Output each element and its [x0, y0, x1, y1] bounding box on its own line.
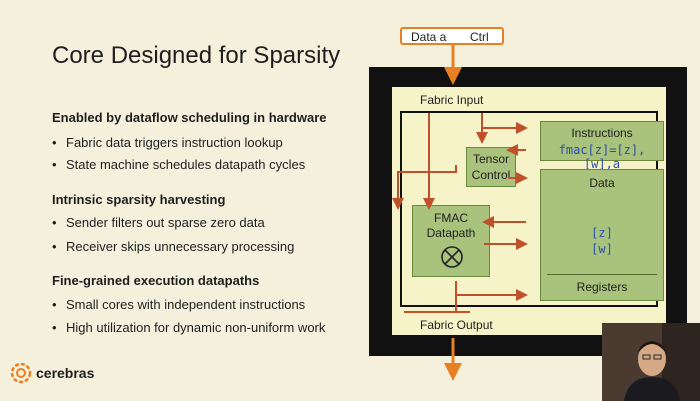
instruction-code: fmac[z]=[z],[w],a: [558, 143, 646, 171]
data-label: Data: [589, 176, 615, 190]
section-heading-datapaths: Fine-grained execution datapaths: [52, 273, 260, 288]
bullet-item: •Small cores with independent instructio…: [52, 297, 306, 312]
tensor-control-label-line2: Control: [471, 168, 511, 182]
registers-label: Registers: [576, 280, 628, 294]
logo-text: cerebras: [36, 365, 95, 381]
ctrl-label: Ctrl: [470, 30, 489, 44]
section-heading-sparsity: Intrinsic sparsity harvesting: [52, 192, 226, 207]
instructions-label: Instructions: [571, 126, 633, 140]
fmac-label-line1: FMAC: [434, 211, 468, 225]
cerebras-logo: cerebras: [10, 362, 94, 384]
data-item-w: [w]: [591, 242, 613, 256]
presenter-webcam: [602, 323, 700, 401]
instructions-block: Instructions fmac[z]=[z],[w],a: [540, 121, 664, 171]
bullet-item: •State machine schedules datapath cycles: [52, 157, 306, 172]
arrow-tensor-to-fmac: [392, 165, 457, 210]
fabric-input-label: Fabric Input: [420, 93, 484, 107]
fmac-label-line2: Datapath: [426, 226, 476, 240]
core-diagram: Fabric Input Instructions fmac[z]=[z],[w…: [369, 67, 687, 356]
bullet-item: •Sender filters out sparse zero data: [52, 215, 265, 230]
bullet-item: •Fabric data triggers instruction lookup: [52, 135, 283, 150]
slide-title: Core Designed for Sparsity: [52, 42, 341, 69]
data-ctrl-box: Data a Ctrl: [400, 27, 504, 45]
section-heading-dataflow: Enabled by dataflow scheduling in hardwa…: [52, 110, 327, 125]
presenter-avatar: [602, 323, 700, 401]
data-item-z: [z]: [591, 226, 613, 240]
cerebras-logo-icon: [10, 362, 32, 384]
core-inner: Fabric Input Instructions fmac[z]=[z],[w…: [392, 87, 666, 335]
bullet-item: •Receiver skips unnecessary processing: [52, 239, 295, 254]
fabric-output-label: Fabric Output: [420, 318, 493, 332]
data-block: Data [z] [w] Registers: [540, 169, 664, 301]
fmac-datapath-block: FMAC Datapath: [412, 205, 490, 277]
tensor-control-label-line1: Tensor: [472, 152, 510, 166]
bullet-item: •High utilization for dynamic non-unifor…: [52, 320, 326, 335]
registers-divider: [547, 274, 657, 275]
data-a-label: Data a: [411, 30, 447, 44]
core-board: Instructions fmac[z]=[z],[w],a Tensor Co…: [400, 111, 664, 307]
multiply-circle-icon: [441, 246, 463, 268]
